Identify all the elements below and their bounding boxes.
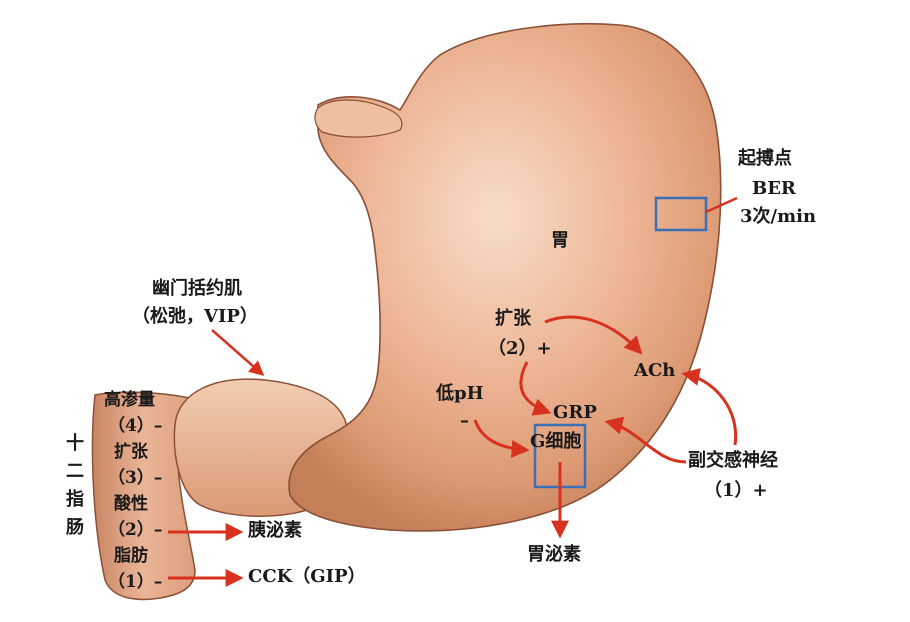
duo-osmolarity-label: 高渗量 bbox=[104, 390, 155, 410]
pacemaker-rate-label: 3次/min bbox=[740, 206, 817, 227]
g-cell-label: G细胞 bbox=[530, 431, 582, 452]
pylorus-arrow bbox=[211, 329, 265, 376]
vagus-label: 副交感神经 bbox=[688, 450, 778, 471]
duo-fat-sign: （1）– bbox=[108, 572, 163, 592]
stomach-label: 胃 bbox=[551, 230, 569, 251]
distension-ach-arrow bbox=[544, 315, 643, 355]
cck-label: CCK（GIP） bbox=[248, 566, 366, 587]
pacemaker-box bbox=[654, 196, 708, 232]
low-ph-arrow bbox=[473, 419, 530, 458]
secretin-label: 胰泌素 bbox=[248, 520, 302, 541]
duodenum-char-4: 肠 bbox=[66, 517, 84, 538]
duo-acid-label: 酸性 bbox=[114, 494, 148, 514]
distension-grp-arrow bbox=[519, 361, 552, 416]
vagus-sign-label: （1）+ bbox=[704, 480, 768, 501]
duo-acid-sign: （2）– bbox=[108, 520, 163, 540]
duodenum-char-2: 二 bbox=[66, 461, 84, 482]
pacemaker-label: 起搏点 bbox=[738, 148, 792, 169]
pylorus-label: 幽门括约肌 bbox=[152, 278, 242, 299]
duo-distension-label: 扩张 bbox=[114, 442, 148, 462]
low-ph-sign-label: – bbox=[460, 410, 469, 431]
vagus-grp-arrow bbox=[604, 416, 687, 464]
distension-label: 扩张 bbox=[495, 308, 531, 329]
gastrin-label: 胃泌素 bbox=[527, 544, 581, 565]
pacemaker-pointer bbox=[705, 196, 738, 214]
pacemaker-ber-label: BER bbox=[752, 178, 796, 199]
duodenum-char-1: 十 bbox=[66, 433, 84, 454]
ach-label: ACh bbox=[634, 360, 676, 381]
vagus-ach-arrow bbox=[681, 368, 738, 446]
distension-sign-label: （2）+ bbox=[488, 338, 552, 359]
duo-osmolarity-sign: （4）– bbox=[108, 416, 163, 436]
grp-label: GRP bbox=[553, 402, 597, 423]
duodenum-char-3: 指 bbox=[66, 489, 84, 510]
duo-distension-sign: （3）– bbox=[108, 468, 163, 488]
low-ph-label: 低pH bbox=[436, 383, 484, 404]
esophagus-shape bbox=[314, 99, 403, 138]
pylorus-detail-label: （松弛，VIP） bbox=[132, 306, 258, 327]
duo-fat-label: 脂肪 bbox=[114, 546, 148, 566]
stomach-shape bbox=[288, 22, 722, 532]
